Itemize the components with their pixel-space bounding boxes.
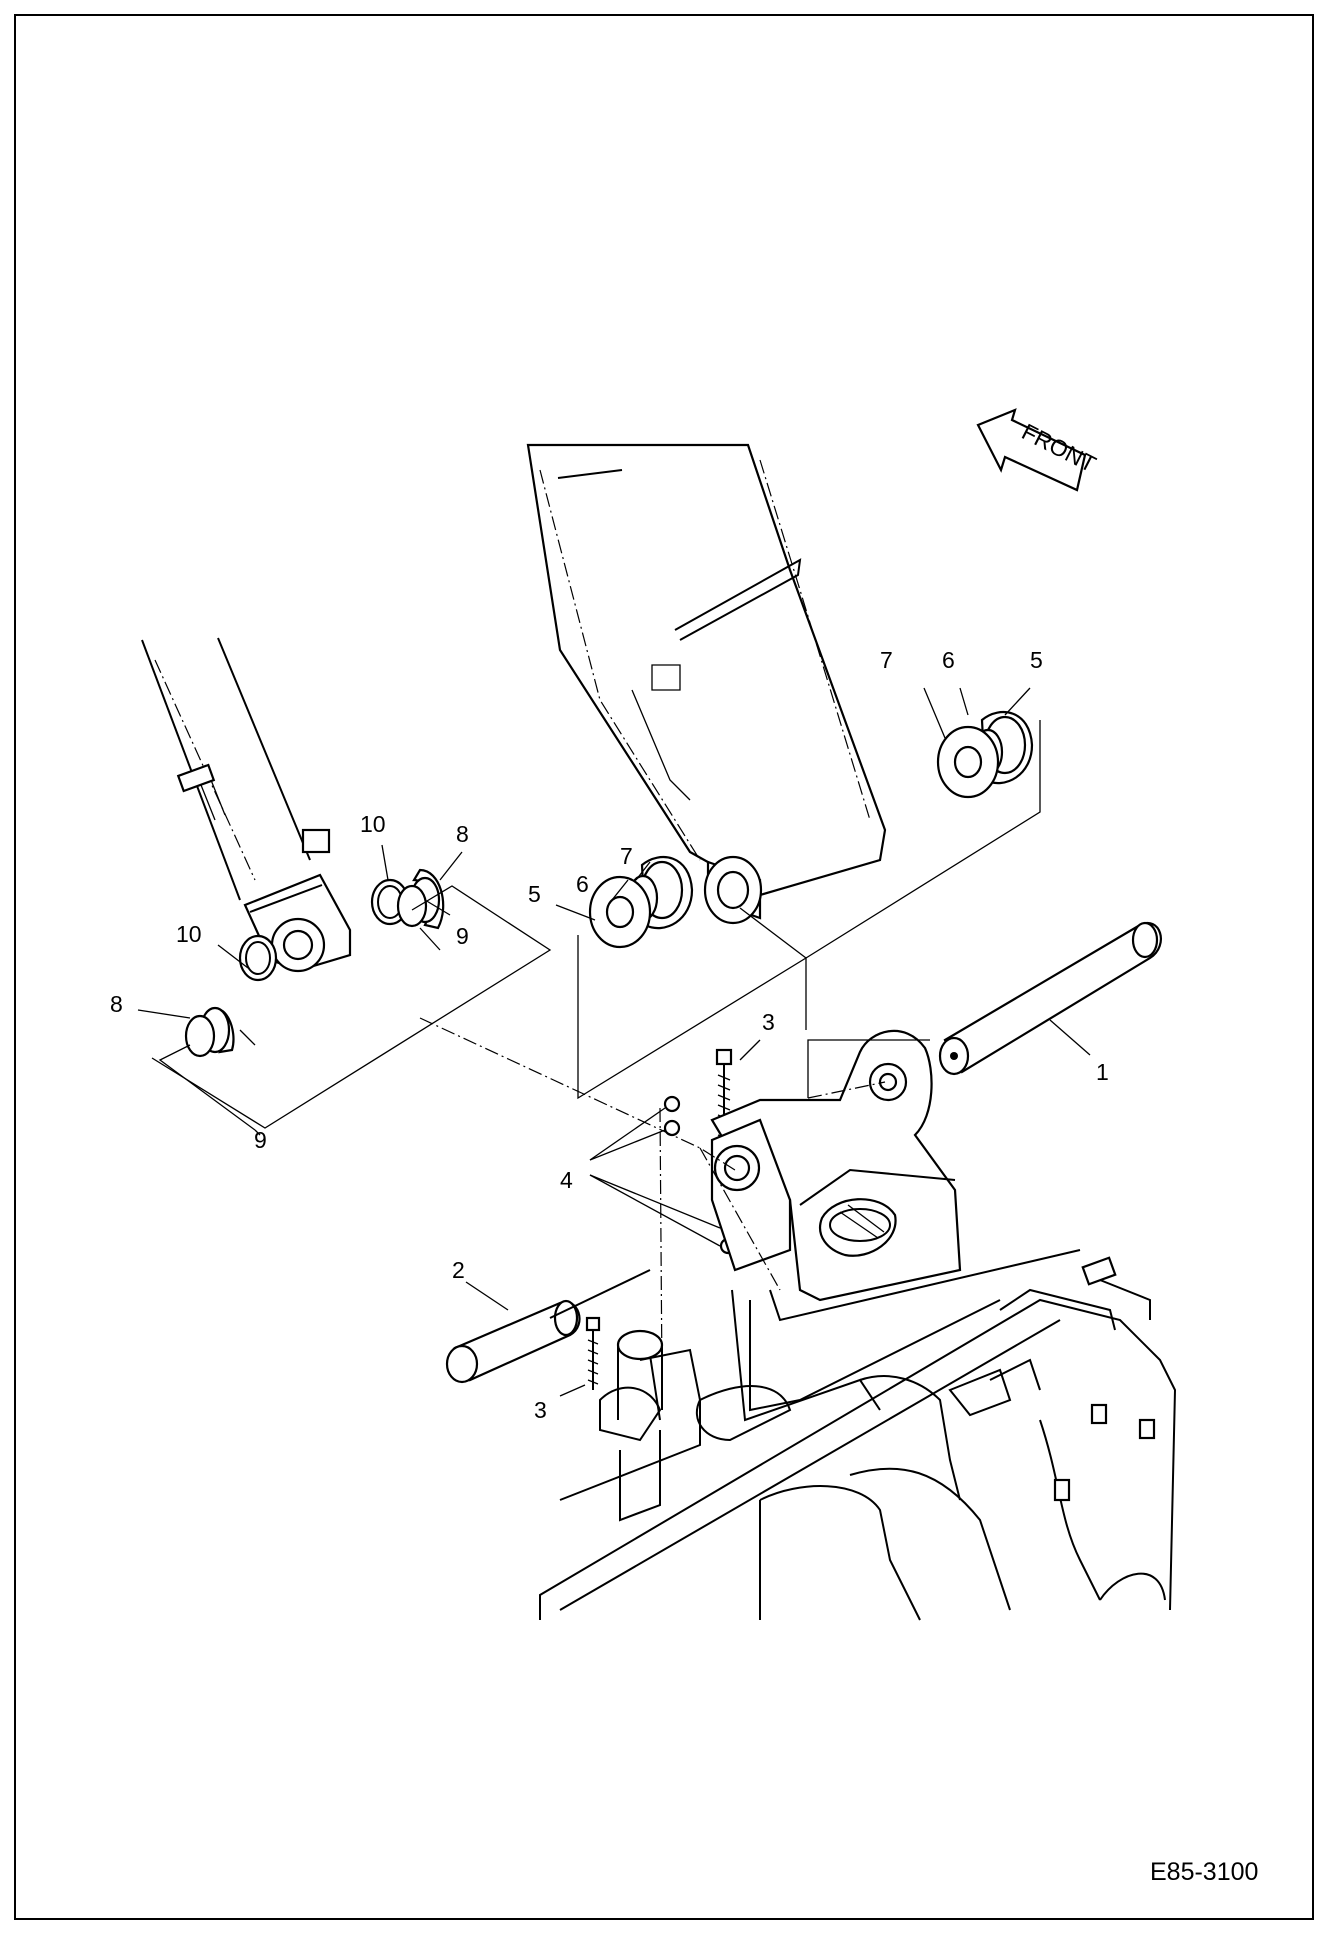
- callout-8-left: 8: [110, 991, 123, 1017]
- callout-9-right: 9: [456, 923, 469, 949]
- drawing-reference-code: E85-3100: [1150, 1858, 1258, 1886]
- callout-10-left: 10: [176, 921, 202, 947]
- callout-10-right: 10: [360, 811, 386, 837]
- washer-stack-upper: [936, 711, 1034, 799]
- ring-set-left: [184, 934, 278, 1058]
- leader-lines: [137, 687, 1091, 1397]
- callout-2: 2: [452, 1257, 465, 1283]
- callout-8-right: 8: [456, 821, 469, 847]
- callout-1: 1: [1096, 1059, 1109, 1085]
- callout-3-lower: 3: [534, 1397, 547, 1423]
- ring-set-right: [370, 868, 445, 930]
- bolt-3-lower: [585, 1316, 601, 1390]
- callout-5-upper: 5: [1030, 647, 1043, 673]
- front-direction-arrow: FRONT: [976, 408, 1100, 492]
- callout-6-upper: 6: [942, 647, 955, 673]
- callout-9-left: 9: [254, 1127, 267, 1153]
- callout-3-upper: 3: [762, 1009, 775, 1035]
- callout-5-middle: 5: [528, 881, 541, 907]
- pin-2: [445, 1269, 651, 1384]
- swing-bracket: [710, 1029, 1081, 1322]
- callout-labels: 7 6 5 10 8 5 6 7 9 10 8 9 3 1 4 2 3: [110, 647, 1109, 1423]
- boom-arm: [526, 443, 887, 925]
- machine-frame: [539, 1256, 1177, 1621]
- callout-6-middle: 6: [576, 871, 589, 897]
- boom-cylinder: [141, 637, 352, 973]
- callout-7-upper: 7: [880, 647, 893, 673]
- drawing-border: [14, 14, 1314, 1920]
- washer-stack-middle: [588, 856, 694, 949]
- callout-4: 4: [560, 1167, 573, 1193]
- callout-7-middle: 7: [620, 843, 633, 869]
- pin-1: [938, 921, 1162, 1076]
